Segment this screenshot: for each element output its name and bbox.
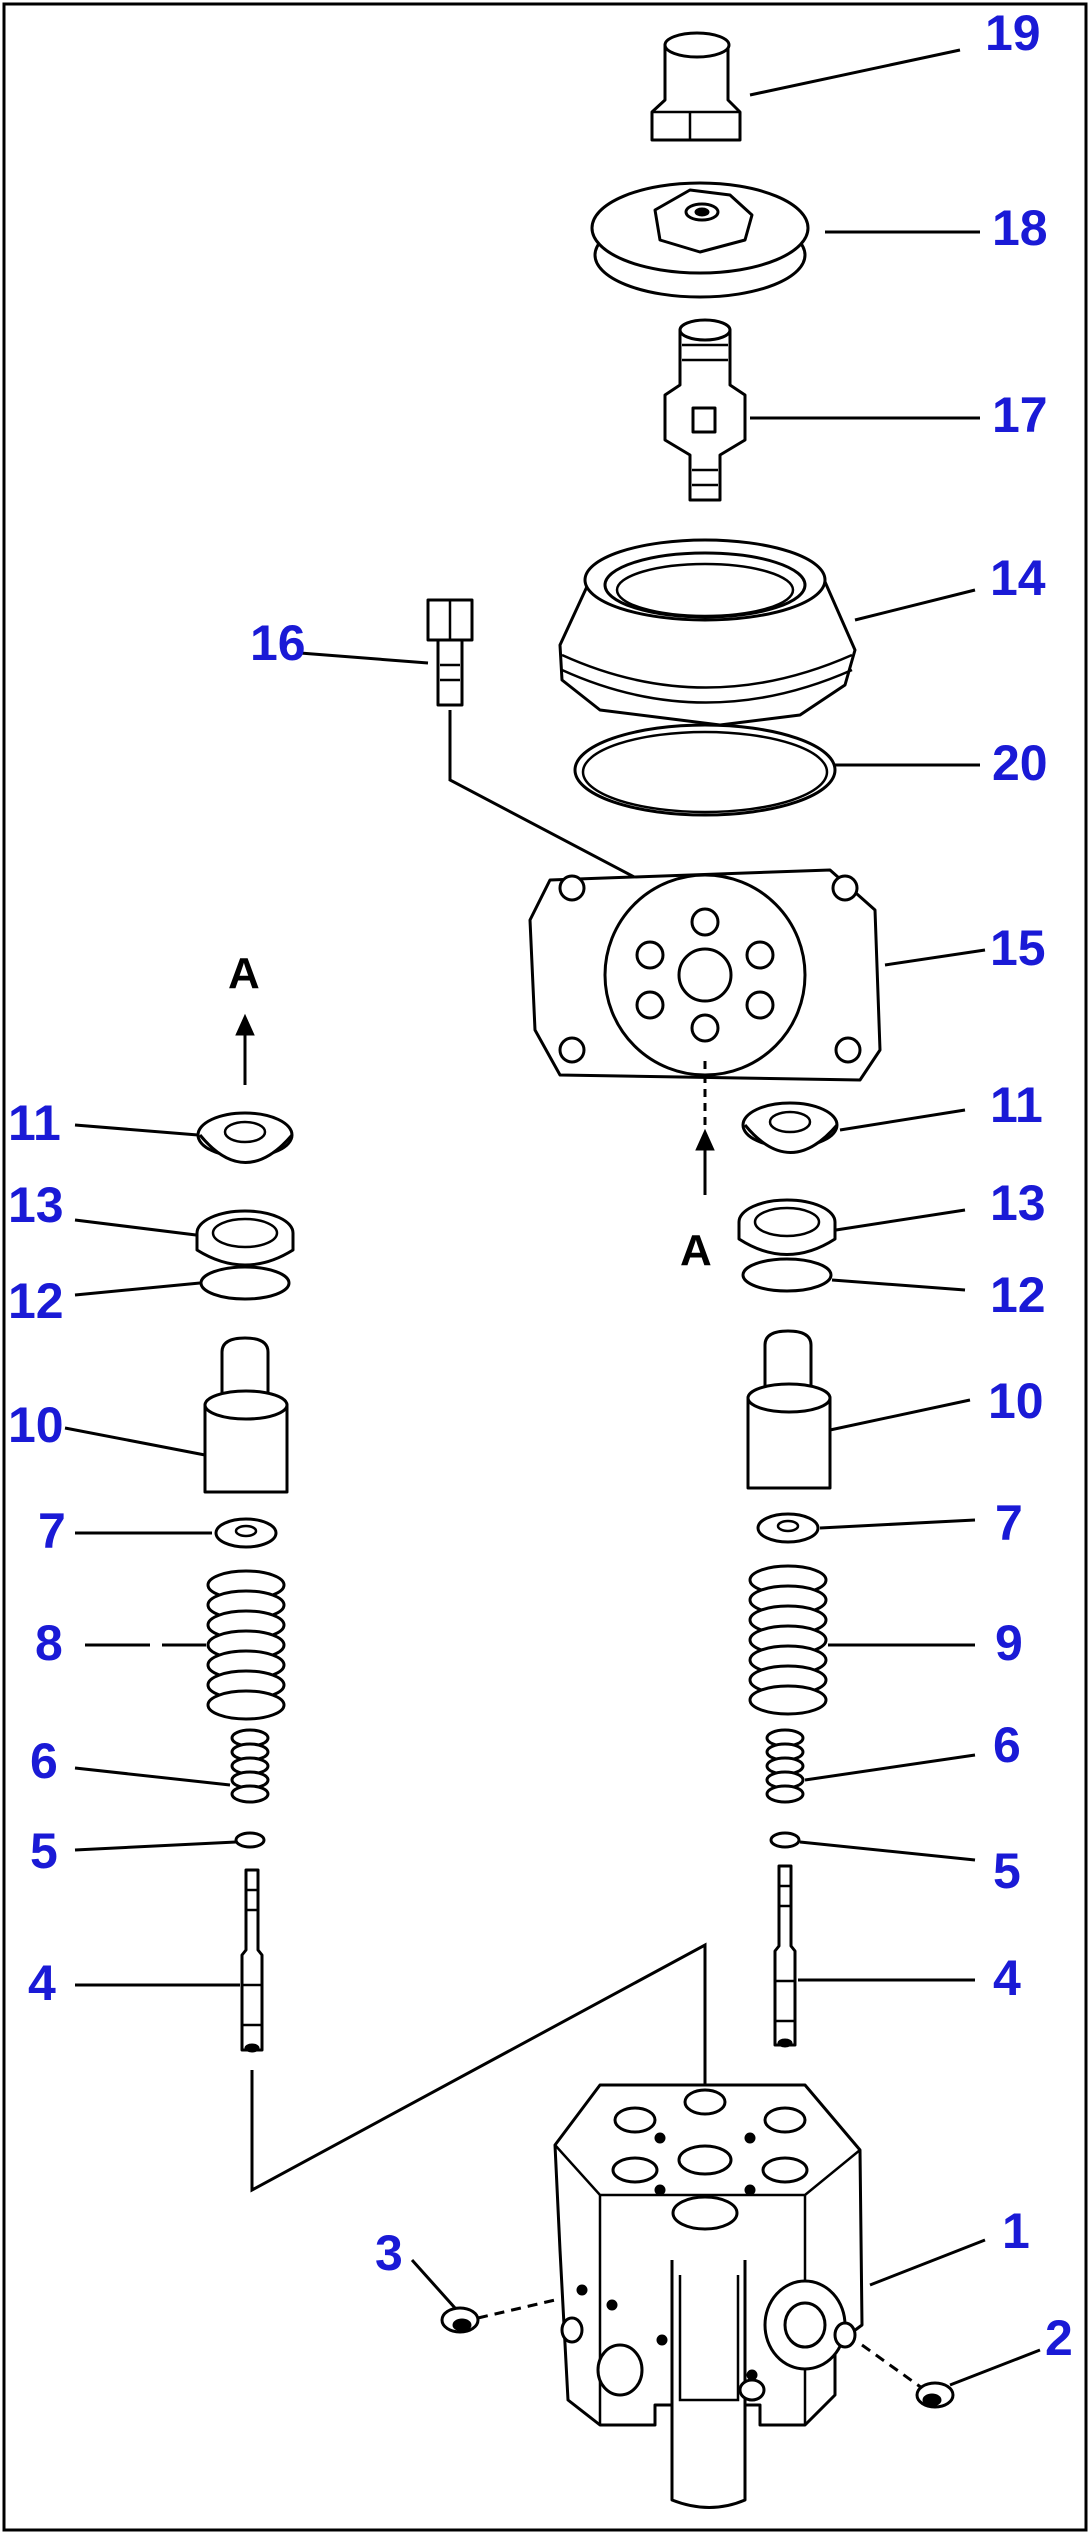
callout-11-right: 11: [990, 1077, 1043, 1133]
part-6-right-spring: [765, 1728, 805, 1804]
leader-6-right: [804, 1753, 976, 1782]
leader-14: [854, 588, 976, 622]
callout-5-left: 5: [30, 1823, 58, 1879]
callout-10-left: 10: [8, 1397, 64, 1453]
callout-19: 19: [985, 5, 1041, 61]
leader-10-right: [829, 1398, 971, 1432]
part-13-left-seal: [195, 1209, 295, 1267]
callout-15: 15: [990, 920, 1046, 976]
callout-7-left: 7: [38, 1503, 66, 1559]
callout-3: 3: [375, 2225, 403, 2281]
part-13-right-seal: [737, 1198, 837, 1256]
part-5-left-ring: [234, 1831, 266, 1849]
section-a-label-left: A: [228, 949, 260, 998]
part-7-left-washer: [214, 1517, 278, 1549]
part-10-left-piston: [203, 1336, 289, 1494]
section-a-arrow-left: [235, 1013, 255, 1085]
callout-5-right: 5: [993, 1843, 1021, 1899]
spool-install-line: [250, 1942, 707, 2193]
leader-16: [299, 651, 429, 665]
leader-3: [410, 2258, 457, 2310]
leader-11-left: [74, 1123, 199, 1137]
callout-18: 18: [992, 200, 1048, 256]
callout-11-left: 11: [8, 1095, 61, 1151]
leader-19: [749, 48, 961, 97]
leader-5-right: [799, 1840, 976, 1862]
leader-12-right: [831, 1278, 966, 1292]
part-8-spring: [206, 1569, 286, 1721]
callout-13-right: 13: [990, 1175, 1046, 1231]
leader-11-right: [839, 1108, 966, 1132]
leader-2: [949, 2348, 1041, 2387]
callout-10-right: 10: [988, 1373, 1044, 1429]
part-12-left-ring: [199, 1265, 291, 1301]
leader-10-left: [64, 1426, 206, 1457]
part-20-o-ring: [573, 723, 837, 817]
callout-8: 8: [35, 1615, 63, 1671]
callout-20: 20: [992, 735, 1048, 791]
part-11-left-cap: [196, 1111, 294, 1164]
leader-6-left: [74, 1766, 231, 1787]
section-a-label-right: A: [680, 1226, 712, 1275]
callout-14: 14: [990, 550, 1046, 606]
callout-7-right: 7: [995, 1495, 1023, 1551]
part-15-flange-plate: [528, 868, 882, 1082]
part-4-left-spool: [240, 1868, 264, 2053]
callout-9: 9: [995, 1615, 1023, 1671]
callout-2: 2: [1045, 2310, 1073, 2366]
part-19-cap: [650, 31, 742, 142]
part-16-bolt: [426, 598, 474, 707]
leader-2-install: [861, 2343, 923, 2390]
leader-3-install: [477, 2298, 556, 2320]
callout-4-right: 4: [993, 1950, 1021, 2006]
leader-5-left: [74, 1840, 237, 1852]
leader-1: [869, 2238, 986, 2287]
part-5-right-ring: [769, 1831, 801, 1849]
bolt-16-install-line: [448, 710, 641, 882]
part-17-joint: [663, 318, 747, 502]
callout-17: 17: [992, 387, 1048, 443]
part-1-valve-body: [553, 2083, 864, 2509]
part-3-plug: [440, 2306, 480, 2334]
callout-6-left: 6: [30, 1733, 58, 1789]
leader-13-left: [74, 1218, 197, 1237]
part-2-plug: [915, 2381, 955, 2409]
callout-1: 1: [1002, 2203, 1030, 2259]
part-14-boot: [558, 538, 857, 727]
callout-12-right: 12: [990, 1267, 1046, 1323]
part-6-left-spring: [230, 1728, 270, 1804]
leader-12-left: [74, 1281, 201, 1297]
callout-6-right: 6: [993, 1717, 1021, 1773]
callout-13-left: 13: [8, 1177, 64, 1233]
part-18-plate: [590, 181, 810, 299]
leader-13-right: [835, 1208, 966, 1232]
part-4-right-spool: [773, 1864, 797, 2048]
leader-7-right: [819, 1518, 976, 1530]
part-10-right-piston: [746, 1329, 832, 1490]
part-9-spring: [748, 1564, 828, 1716]
callout-12-left: 12: [8, 1273, 64, 1329]
section-a-arrow-right: [695, 1060, 715, 1195]
leader-15: [884, 948, 986, 967]
callout-16: 16: [250, 615, 306, 671]
part-12-right-ring: [741, 1257, 833, 1293]
callout-4-left: 4: [28, 1955, 56, 2011]
part-11-right-cap: [741, 1101, 839, 1154]
part-7-right-washer: [756, 1512, 820, 1544]
